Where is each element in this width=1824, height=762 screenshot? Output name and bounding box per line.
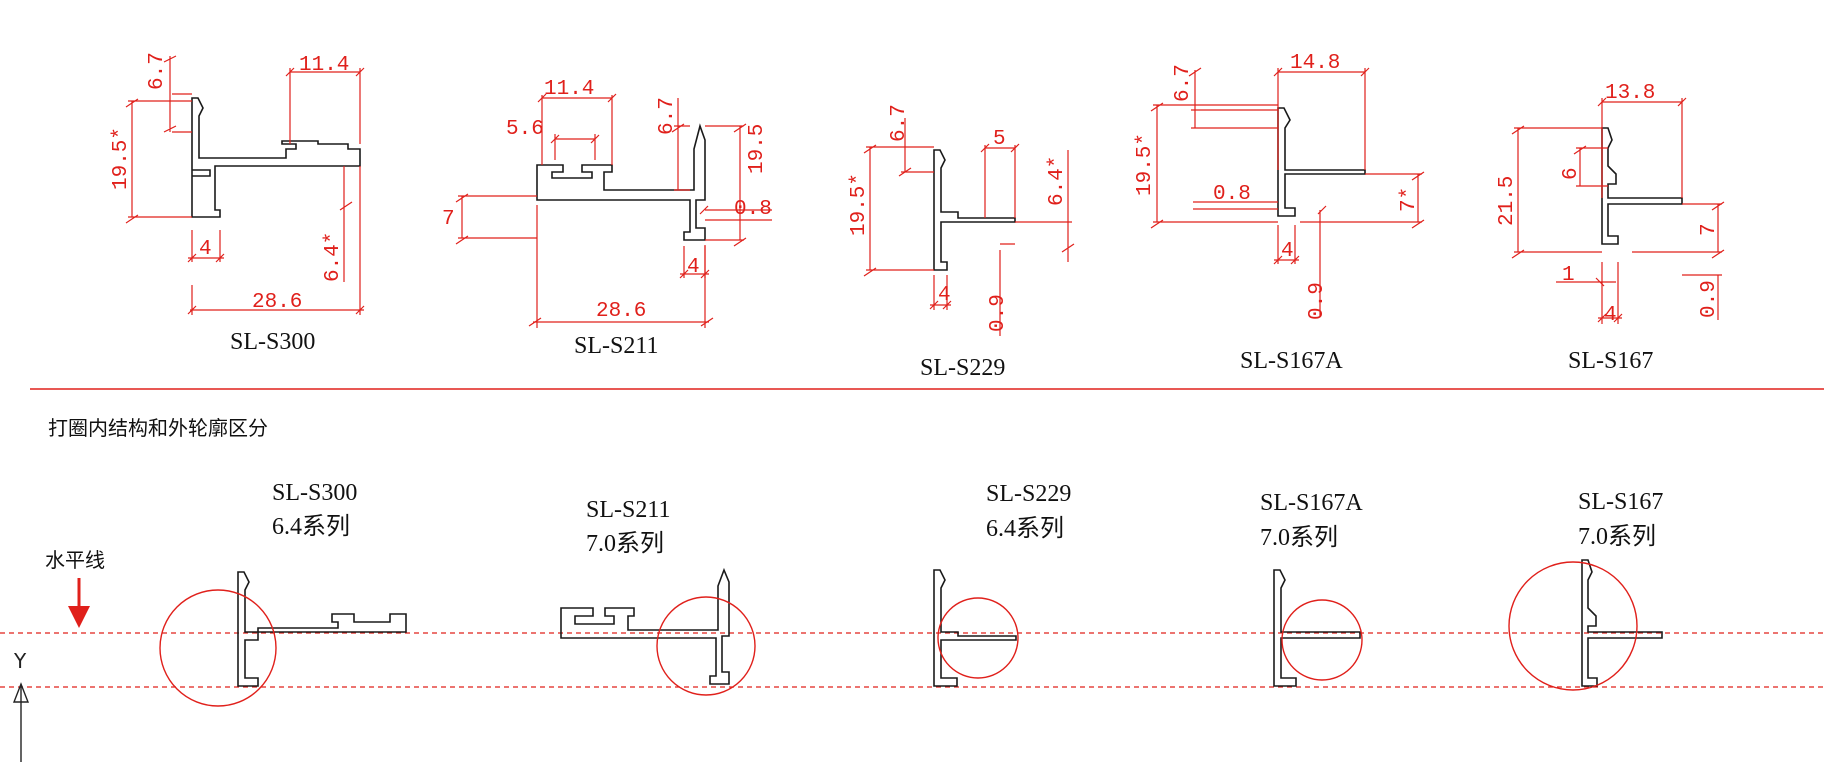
down-arrow-icon [68, 578, 90, 628]
dimension-label: 7 [442, 208, 455, 231]
dimension-label: 11.4 [299, 54, 349, 77]
dimension-lines [863, 118, 1075, 336]
dimension-label: 5 [993, 128, 1006, 151]
profile-name: SL-S229 [920, 355, 1005, 381]
profile-name: SL-S167A [1240, 348, 1343, 374]
profile-shape [560, 567, 730, 685]
dimension-label: 11.4 [544, 78, 594, 101]
dimension-label: 5.6 [506, 118, 544, 141]
dimension-label: 19.5* [1134, 133, 1157, 196]
profile-shape [1581, 559, 1663, 687]
dimension-lines [125, 55, 365, 315]
dimension-label: 6 [1560, 167, 1583, 180]
dimension-label: 4 [199, 238, 212, 261]
profile-name: SL-S167 [1568, 348, 1653, 374]
dimension-label: 4 [687, 256, 700, 279]
profile-series: 6.4系列 [272, 513, 350, 540]
dimension-label: 7* [1398, 187, 1421, 212]
dimension-label: 0.8 [1213, 183, 1251, 206]
y-axis-label: Y [13, 649, 27, 673]
profile-name: SL-S300 [272, 480, 357, 506]
profile-series: 7.0系列 [1260, 524, 1338, 551]
dimension-label: 0.9 [1698, 280, 1721, 318]
profile-name: SL-S167 [1578, 489, 1663, 515]
dimension-label: 0.8 [734, 198, 772, 221]
dimension-label: 4 [1281, 240, 1294, 263]
profile-sl-s167-dimensioned: 13.8 6 21.5 7 1 4 0.9 SL-S167 [1496, 82, 1725, 374]
dimension-label: 19.5 [746, 124, 769, 174]
profile-shape [933, 149, 1016, 271]
profile-name: SL-S211 [574, 333, 658, 359]
profile-name: SL-S300 [230, 329, 315, 355]
profile-sl-s167a-outline: SL-S167A 7.0系列 [1260, 490, 1363, 687]
profile-name: SL-S229 [986, 481, 1071, 507]
profile-sl-s167a-dimensioned: 6.7 14.8 19.5* 0.8 7* 4 0.9 SL-S167A [1134, 52, 1425, 374]
profile-shape [536, 123, 706, 241]
dimension-label: 6.7 [656, 97, 679, 135]
dimension-label: 13.8 [1605, 82, 1655, 105]
profile-name: SL-S167A [1260, 490, 1363, 516]
dimension-label: 4 [1604, 304, 1617, 327]
profile-shape [1601, 127, 1683, 245]
horizontal-line-label: 水平线 [45, 548, 105, 572]
dimension-label: 6.7 [146, 52, 169, 90]
profile-series: 7.0系列 [1578, 523, 1656, 550]
dimension-label: 0.9 [1306, 282, 1329, 320]
dimension-lines [1150, 67, 1425, 316]
dimension-label: 21.5 [1496, 176, 1519, 226]
highlight-circle [1508, 561, 1638, 691]
profile-sl-s229-outline: SL-S229 6.4系列 [933, 481, 1071, 687]
profile-shape [1273, 569, 1361, 687]
profile-sl-s167-outline: SL-S167 7.0系列 [1508, 489, 1663, 691]
profile-sl-s229-dimensioned: 6.7 5 6.4* 19.5* 4 0.9 SL-S229 [848, 104, 1075, 381]
highlight-circle [159, 589, 277, 707]
dimension-label: 28.6 [596, 300, 646, 323]
dimension-label: 19.5* [848, 173, 871, 236]
profile-sl-s211-dimensioned: 11.4 5.6 6.7 19.5 7 0.8 4 28.6 SL-S211 [442, 78, 772, 359]
dimension-label: 6.7 [1172, 64, 1195, 102]
profile-series: 6.4系列 [986, 515, 1064, 542]
profile-sl-s300-dimensioned: 6.7 11.4 19.5* 4 6.4* 28.6 SL-S300 [110, 52, 365, 355]
dimension-label: 4 [938, 284, 951, 307]
profile-name: SL-S211 [586, 497, 670, 523]
dimension-lines [1511, 97, 1725, 324]
dimension-label: 28.6 [252, 291, 302, 314]
dimension-label: 6.4* [1046, 156, 1069, 206]
highlight-circle [937, 597, 1019, 679]
profile-series: 7.0系列 [586, 530, 664, 557]
profile-shape [1277, 107, 1366, 217]
dimension-label: 1 [1562, 264, 1575, 287]
highlight-circle [656, 596, 756, 696]
profile-sl-s300-outline: SL-S300 6.4系列 [159, 480, 407, 707]
dimension-label: 19.5* [110, 127, 133, 190]
section-note: 打圈内结构和外轮廓区分 [48, 416, 268, 440]
dimension-label: 6.7 [888, 104, 911, 142]
dimension-label: 6.4* [322, 232, 345, 282]
profile-sl-s211-outline: SL-S211 7.0系列 [560, 497, 756, 696]
highlight-circle [1281, 599, 1363, 681]
dimension-label: 7 [1698, 223, 1721, 236]
profile-shape [237, 571, 407, 687]
dimension-label: 14.8 [1290, 52, 1340, 75]
y-axis: Y [12, 649, 30, 762]
dimension-lines [455, 93, 772, 328]
profile-shape [933, 569, 1017, 687]
dimension-label: 0.9 [987, 294, 1010, 332]
profile-shape [191, 97, 361, 218]
